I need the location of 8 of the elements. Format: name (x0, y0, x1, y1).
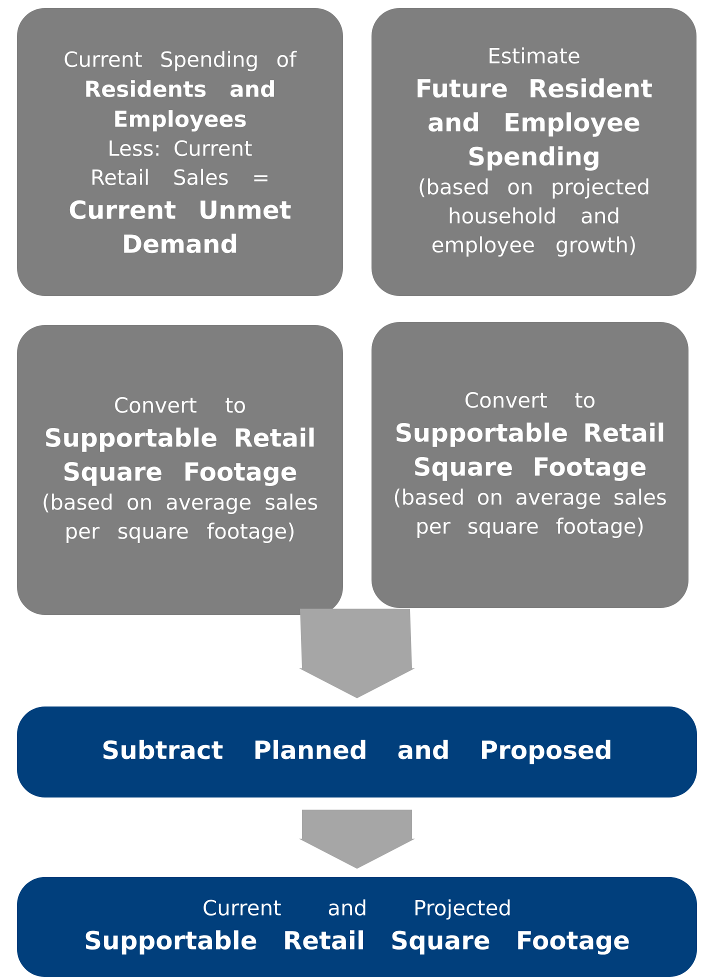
process-box: Subtract Planned and Proposed (17, 706, 697, 798)
process-box: Current Spending of Residents and Employees Less: Current Retail Sales = Current Unmet Demand (17, 8, 343, 296)
arrow (299, 608, 415, 698)
process-box: Current and Projected Supportable Retail Square Footage (17, 877, 697, 977)
process-box: Convert to Supportable Retail Square Footage (based on average sales per square footage) (17, 325, 343, 615)
process-box: Convert to Supportable Retail Square Footage (based on average sales per square footage) (372, 322, 688, 608)
process-box: Estimate Future Resident and Employee Spending (based on projected household and employee growth) (372, 8, 696, 296)
arrow (299, 810, 415, 869)
